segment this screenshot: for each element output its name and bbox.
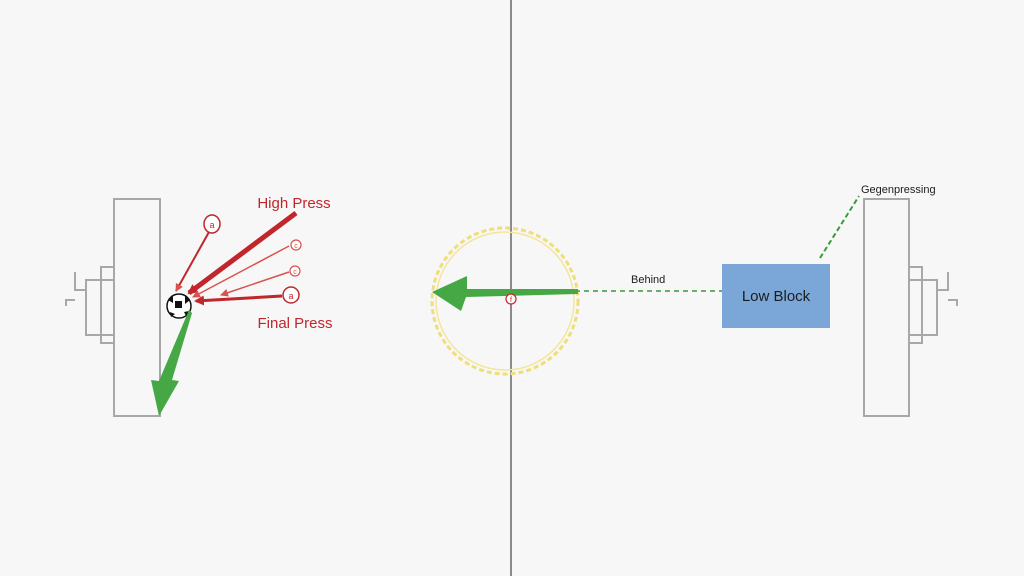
low-block-label: Low Block bbox=[742, 288, 811, 305]
high-press-arrow-main bbox=[187, 210, 298, 296]
player-marker-1-label: a bbox=[209, 220, 214, 230]
left-goal bbox=[65, 198, 161, 417]
press-arrow-p2 bbox=[192, 245, 290, 298]
center-circle-inner bbox=[435, 231, 575, 371]
center-player-marker-label: f bbox=[510, 297, 512, 304]
player-marker-2 bbox=[290, 239, 302, 251]
gegenpressing-label: Gegenpressing bbox=[861, 184, 936, 196]
center-player-marker bbox=[505, 293, 517, 305]
player-marker-3 bbox=[289, 265, 301, 277]
low-block-box bbox=[722, 264, 830, 328]
press-arrows bbox=[175, 210, 298, 306]
behind-label: Behind bbox=[631, 274, 665, 286]
gegenpressing-dashed-line bbox=[819, 195, 860, 259]
ball-run-arrow bbox=[151, 310, 192, 416]
press-arrow-p3 bbox=[220, 271, 290, 297]
soccer-ball-icon bbox=[166, 293, 192, 319]
high-press-label: High Press bbox=[257, 195, 330, 212]
behind-arrow bbox=[432, 276, 578, 311]
player-marker-3-label: c bbox=[293, 269, 297, 276]
right-goal bbox=[863, 198, 958, 417]
press-arrow-p1 bbox=[175, 231, 210, 292]
player-markers: a c c a bbox=[203, 214, 302, 304]
player-marker-4 bbox=[282, 286, 300, 304]
player-marker-2-label: c bbox=[294, 243, 298, 250]
player-marker-1 bbox=[203, 214, 221, 234]
final-press-label: Final Press bbox=[257, 315, 332, 332]
player-marker-4-label: a bbox=[288, 291, 293, 301]
final-press-arrow bbox=[194, 294, 283, 306]
center-circle bbox=[430, 226, 580, 376]
